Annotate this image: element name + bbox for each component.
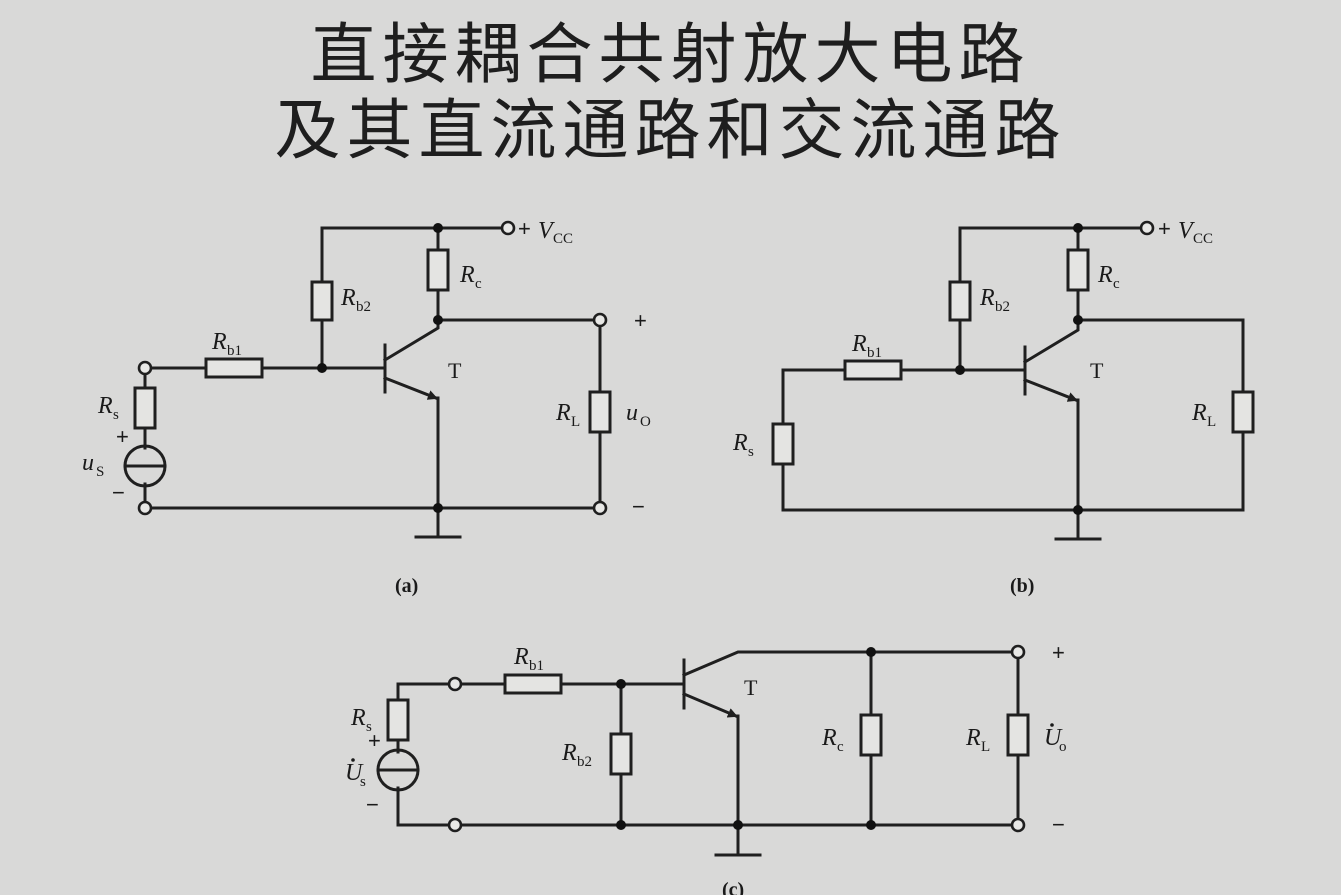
svg-text:R: R bbox=[851, 331, 867, 357]
resistor-rb2-b bbox=[948, 280, 972, 322]
svg-text:R: R bbox=[1097, 262, 1113, 288]
resistor-rl-c bbox=[1006, 713, 1030, 757]
svg-text:CC: CC bbox=[553, 231, 573, 247]
svg-text:V: V bbox=[1178, 218, 1195, 244]
resistor-rb1-b bbox=[843, 359, 903, 381]
circuit-c: R b1 R s + U s − R b2 T R c R L U o + − … bbox=[345, 640, 1067, 895]
title-line-2: 及其直流通路和交流通路 bbox=[274, 92, 1067, 169]
svg-text:+: + bbox=[634, 308, 647, 333]
transistor-label-c: T bbox=[744, 675, 758, 700]
svg-text:L: L bbox=[1207, 414, 1216, 430]
terminal-vcc-a bbox=[500, 220, 516, 236]
svg-text:s: s bbox=[360, 774, 366, 790]
resistor-rl-b bbox=[1231, 390, 1255, 434]
svg-text:U: U bbox=[345, 760, 364, 786]
svg-text:U: U bbox=[1044, 725, 1063, 751]
svg-text:+: + bbox=[116, 424, 129, 449]
svg-text:s: s bbox=[113, 407, 119, 423]
svg-text:+: + bbox=[518, 216, 531, 241]
resistor-rc-c bbox=[859, 713, 883, 757]
svg-text:CC: CC bbox=[1193, 231, 1213, 247]
resistor-rc-a bbox=[426, 248, 450, 292]
svg-text:+: + bbox=[368, 728, 381, 753]
svg-text:R: R bbox=[561, 740, 577, 766]
title-line-1: 直接耦合共射放大电路 bbox=[310, 16, 1031, 93]
svg-text:u: u bbox=[626, 400, 638, 426]
svg-text:R: R bbox=[97, 393, 113, 419]
caption-b: (b) bbox=[1010, 575, 1034, 597]
caption-c: (c) bbox=[722, 879, 744, 895]
svg-text:s: s bbox=[748, 444, 754, 460]
svg-text:c: c bbox=[837, 739, 844, 755]
resistor-rb1-c bbox=[503, 673, 563, 695]
svg-text:R: R bbox=[555, 400, 571, 426]
resistor-rs-a bbox=[133, 386, 157, 430]
svg-text:−: − bbox=[366, 792, 379, 817]
svg-text:R: R bbox=[965, 725, 981, 751]
resistor-rs-c bbox=[386, 698, 410, 742]
svg-text:o: o bbox=[1059, 739, 1067, 755]
svg-text:b1: b1 bbox=[529, 658, 544, 674]
svg-text:R: R bbox=[1191, 400, 1207, 426]
svg-text:R: R bbox=[821, 725, 837, 751]
resistor-rs-b bbox=[771, 422, 795, 466]
resistor-rl-a bbox=[588, 390, 612, 434]
svg-text:+: + bbox=[1158, 216, 1171, 241]
svg-text:s: s bbox=[366, 719, 372, 735]
svg-text:−: − bbox=[632, 494, 645, 519]
svg-text:R: R bbox=[340, 285, 356, 311]
svg-text:u: u bbox=[82, 450, 94, 476]
svg-text:R: R bbox=[350, 705, 366, 731]
svg-text:R: R bbox=[979, 285, 995, 311]
resistor-rc-b bbox=[1066, 248, 1090, 292]
svg-text:b1: b1 bbox=[227, 343, 242, 359]
resistor-rb1-a bbox=[204, 357, 264, 379]
circuit-b: + V CC R b2 R c R b1 R s R L T (b) bbox=[732, 216, 1255, 597]
svg-text:S: S bbox=[96, 464, 104, 480]
svg-text:R: R bbox=[459, 262, 475, 288]
transistor-label-b: T bbox=[1090, 358, 1104, 383]
svg-text:b2: b2 bbox=[995, 299, 1010, 315]
svg-text:R: R bbox=[211, 329, 227, 355]
svg-text:c: c bbox=[475, 276, 482, 292]
svg-text:O: O bbox=[640, 414, 651, 430]
resistor-rb2-a bbox=[310, 280, 334, 322]
caption-a: (a) bbox=[395, 575, 418, 597]
svg-text:c: c bbox=[1113, 276, 1120, 292]
svg-text:−: − bbox=[1052, 812, 1065, 837]
svg-text:V: V bbox=[538, 218, 555, 244]
svg-text:−: − bbox=[112, 480, 125, 505]
svg-text:R: R bbox=[732, 430, 748, 456]
svg-text:b1: b1 bbox=[867, 345, 882, 361]
circuit-a: + V CC R b2 R c R b1 R s R L u O T + u S… bbox=[82, 216, 651, 597]
svg-text:b2: b2 bbox=[577, 754, 592, 770]
transistor-label-a: T bbox=[448, 358, 462, 383]
terminal-vcc-b bbox=[1139, 220, 1155, 236]
svg-text:L: L bbox=[571, 414, 580, 430]
resistor-rb2-c bbox=[609, 732, 633, 776]
svg-text:R: R bbox=[513, 644, 529, 670]
svg-text:+: + bbox=[1052, 640, 1065, 665]
svg-text:L: L bbox=[981, 739, 990, 755]
svg-text:b2: b2 bbox=[356, 299, 371, 315]
